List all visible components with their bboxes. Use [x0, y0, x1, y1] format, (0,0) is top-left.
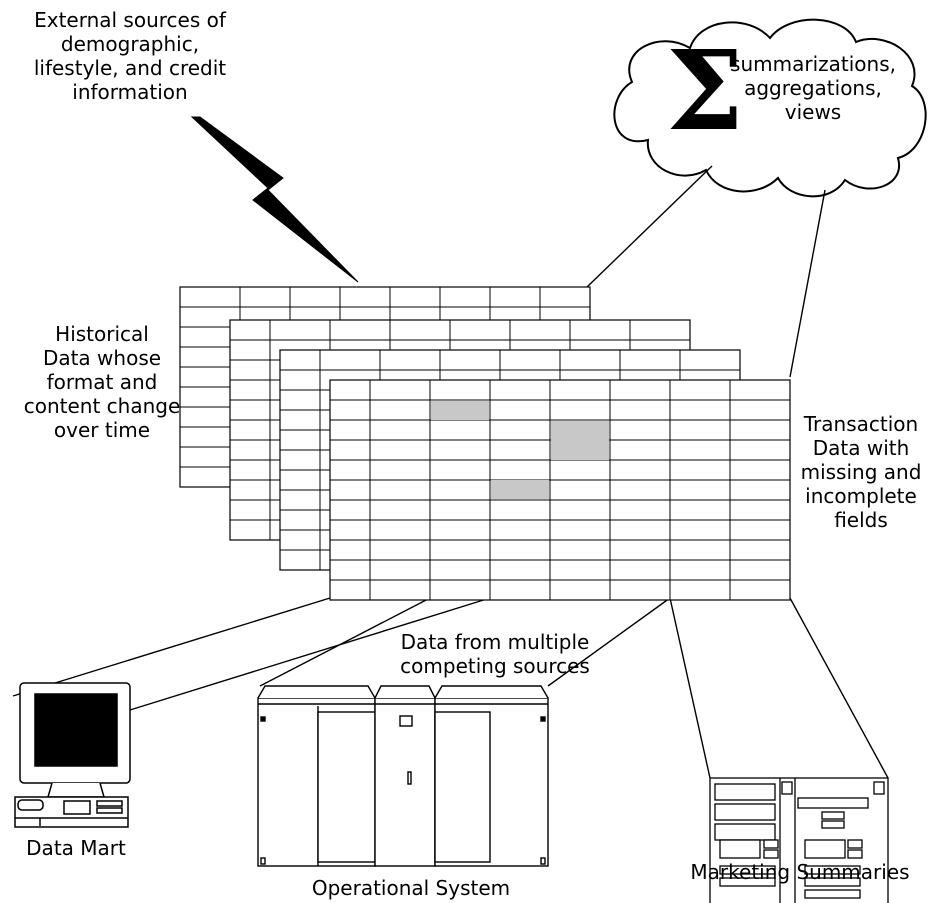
connector-to-marketing-right — [789, 597, 889, 779]
rack-right-slot-2 — [847, 849, 863, 859]
cabinet-left-top — [257, 685, 376, 699]
connector-lines — [12, 165, 889, 779]
rack-right-slot-1 — [847, 839, 863, 849]
transaction-line-5: fields — [834, 508, 888, 532]
floppy-slot-left — [17, 799, 44, 811]
historical-line-2: Data whose — [42, 346, 162, 370]
desktop-computer-icon — [14, 682, 131, 828]
transaction-line-4: incomplete — [805, 484, 917, 508]
multiple-sources-line-2: competing sources — [400, 654, 590, 678]
transaction-line-2: Data with — [812, 436, 910, 460]
cabinet-right-panel — [434, 711, 491, 863]
monitor-stand — [47, 782, 105, 798]
rack-left-unit-3 — [714, 823, 776, 841]
monitor-screen — [34, 693, 118, 767]
rack-left-slot-2 — [763, 849, 779, 859]
connector-table-to-cloud-right — [789, 189, 826, 378]
cloud-line-3: views — [784, 100, 842, 124]
rack-right-tray-3 — [804, 889, 861, 899]
rack-corner-box-right — [873, 781, 885, 795]
lightning-bolt-icon — [190, 116, 359, 283]
external-sources-line-4: information — [72, 80, 188, 104]
drive-slot-2 — [96, 807, 123, 814]
connector-to-operational-right — [547, 597, 671, 687]
cabinet-middle-top — [374, 685, 436, 699]
rack-left-slot-1 — [763, 839, 779, 849]
rack-corner-box-left — [781, 781, 793, 795]
cloud-label: summarizations, aggregations, views — [728, 52, 898, 124]
rack-right-panel — [797, 797, 869, 809]
connector-table-to-cloud-left — [586, 165, 713, 288]
historical-line-5: over time — [53, 418, 151, 442]
cabinet-middle-handle — [407, 771, 412, 785]
table-front-frame — [329, 379, 791, 601]
stacked-data-tables — [179, 286, 791, 601]
missing-field-cell-1 — [431, 401, 489, 420]
sigma-symbol: Σ — [666, 26, 744, 155]
connector-to-datamart-right — [129, 597, 491, 711]
cloud-icon — [613, 18, 927, 198]
rack-right-tray-2 — [804, 877, 861, 887]
rack-left-unit-2 — [714, 803, 776, 821]
cloud-line-1: summarizations, — [730, 52, 896, 76]
rack-left-unit-1 — [714, 783, 776, 801]
connector-to-marketing-left — [669, 597, 711, 779]
multiple-sources-line-1: Data from multiple — [400, 630, 590, 654]
rack-left-tray-1 — [719, 865, 776, 875]
cabinet-right-foot — [540, 857, 546, 865]
historical-line-4: content change — [23, 394, 181, 418]
historical-line-3: format and — [46, 370, 158, 394]
transaction-line-1: Transaction — [803, 412, 919, 436]
missing-field-cell-2 — [551, 421, 609, 460]
cabinet-left-panel — [317, 711, 376, 863]
external-sources-label: External sources of demographic, lifesty… — [14, 8, 246, 104]
cloud-line-2: aggregations, — [744, 76, 882, 100]
server-rack-icon — [709, 777, 889, 903]
rack-right-small-2 — [821, 820, 845, 829]
operational-system-label: Operational System — [311, 876, 511, 900]
missing-field-cell-3 — [491, 480, 549, 499]
cabinet-left-foot — [260, 857, 266, 865]
server-cabinet-icon — [257, 685, 549, 867]
rack-left-drive — [719, 839, 761, 859]
drive-slot-1 — [96, 800, 123, 807]
transaction-data-label: Transaction Data with missing and incomp… — [796, 412, 926, 532]
external-sources-line-3: lifestyle, and credit — [33, 56, 227, 80]
multiple-sources-label: Data from multiple competing sources — [384, 630, 606, 678]
rack-right-tray-1 — [804, 865, 861, 875]
cabinet-right-top — [434, 685, 549, 699]
marketing-summaries-label: Marketing Summaries — [690, 860, 910, 884]
rack-right-small-1 — [821, 811, 845, 820]
drive-bay — [63, 800, 91, 815]
connector-to-datamart-left — [12, 597, 331, 697]
data-mart-label: Data Mart — [26, 836, 126, 860]
table-front — [329, 379, 791, 601]
historical-line-1: Historical — [55, 322, 149, 346]
rack-left-tray-2 — [719, 877, 776, 887]
cabinet-middle-badge — [399, 715, 413, 727]
connector-to-operational-left — [259, 597, 431, 687]
transaction-line-3: missing and — [800, 460, 922, 484]
cabinet-right-led — [540, 716, 546, 722]
external-sources-line-2: demographic, — [60, 32, 200, 56]
rack-right-drive — [804, 839, 846, 859]
historical-data-label: Historical Data whose format and content… — [20, 322, 184, 442]
external-sources-line-1: External sources of — [34, 8, 226, 32]
cabinet-left-led — [260, 716, 266, 722]
